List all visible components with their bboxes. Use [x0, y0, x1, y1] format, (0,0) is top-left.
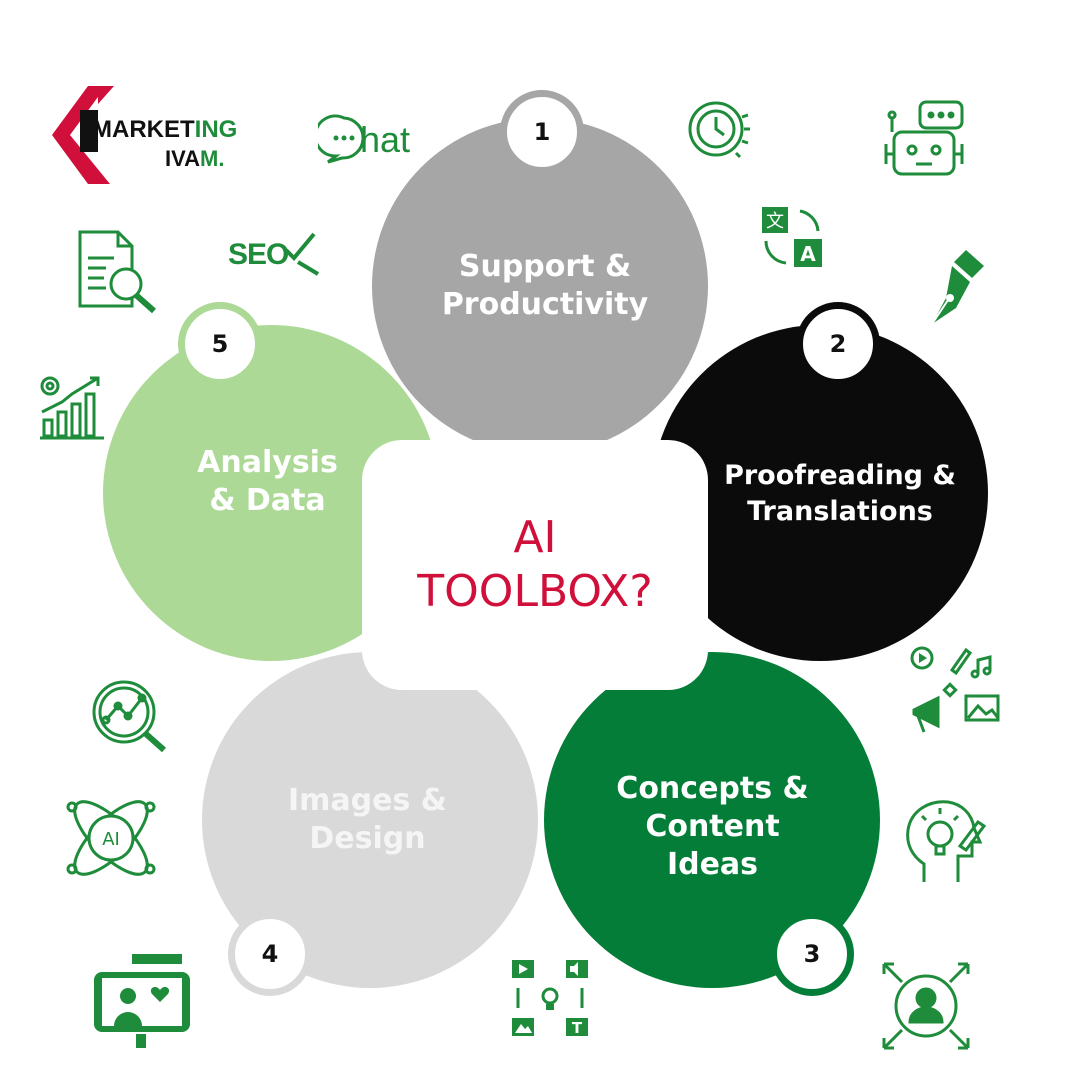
translate-icon-zh: 文: [766, 211, 784, 232]
chat-icon-text: hat: [360, 119, 410, 160]
idea-head-icon: [904, 796, 986, 884]
segment-label-5: Analysis & Data: [197, 445, 338, 518]
selfie-phone-icon: [88, 950, 196, 1050]
media-creator-icon: [906, 644, 1002, 736]
brand-logo: [48, 82, 143, 188]
brand-subname-part1: IVA: [165, 146, 201, 171]
segment-number-4: 4: [228, 912, 312, 996]
segment-label-1: Support & Productivity: [441, 249, 649, 322]
translate-icon: 文 A: [760, 205, 826, 271]
segment-circle-1: [372, 118, 708, 454]
segment-label-2: Proofreading & Translations: [724, 460, 956, 527]
seo-icon: SEO: [226, 226, 322, 278]
segment-number-1: 1: [500, 90, 584, 174]
media-grid-icon: T: [510, 958, 590, 1038]
growth-chart-icon: [36, 372, 106, 440]
ai-atom-icon: AI: [58, 785, 164, 891]
brand-subname: IVAM.: [165, 146, 225, 172]
ai-atom-icon-text: AI: [102, 829, 120, 850]
segment-number-5: 5: [178, 302, 262, 386]
clock-gear-icon: [684, 95, 752, 163]
segment-number-2: 2: [796, 302, 880, 386]
segment-label-4: Images & Design: [288, 783, 447, 856]
brand-name-part2: ING: [194, 116, 238, 143]
segment-number-3: 3: [770, 912, 854, 996]
center-title: AI TOOLBOX?: [417, 512, 653, 617]
brand-name: MARKETING: [92, 116, 237, 144]
fountain-pen-icon: [926, 248, 986, 328]
analytics-search-icon: [90, 678, 170, 754]
expand-user-icon: [880, 960, 972, 1052]
seo-icon-text: SEO: [228, 238, 289, 271]
center-box: AI TOOLBOX?: [362, 440, 708, 690]
translate-icon-a: A: [800, 242, 816, 266]
brand-name-part1: MARKET: [92, 116, 195, 143]
brand-subname-part2: M.: [200, 146, 225, 171]
media-grid-icon-t: T: [572, 1019, 583, 1037]
segment-label-3: Concepts & Content Ideas: [616, 771, 809, 882]
document-search-icon: [76, 228, 162, 314]
chatbot-icon: [882, 98, 968, 178]
chat-icon: hat: [318, 112, 418, 164]
